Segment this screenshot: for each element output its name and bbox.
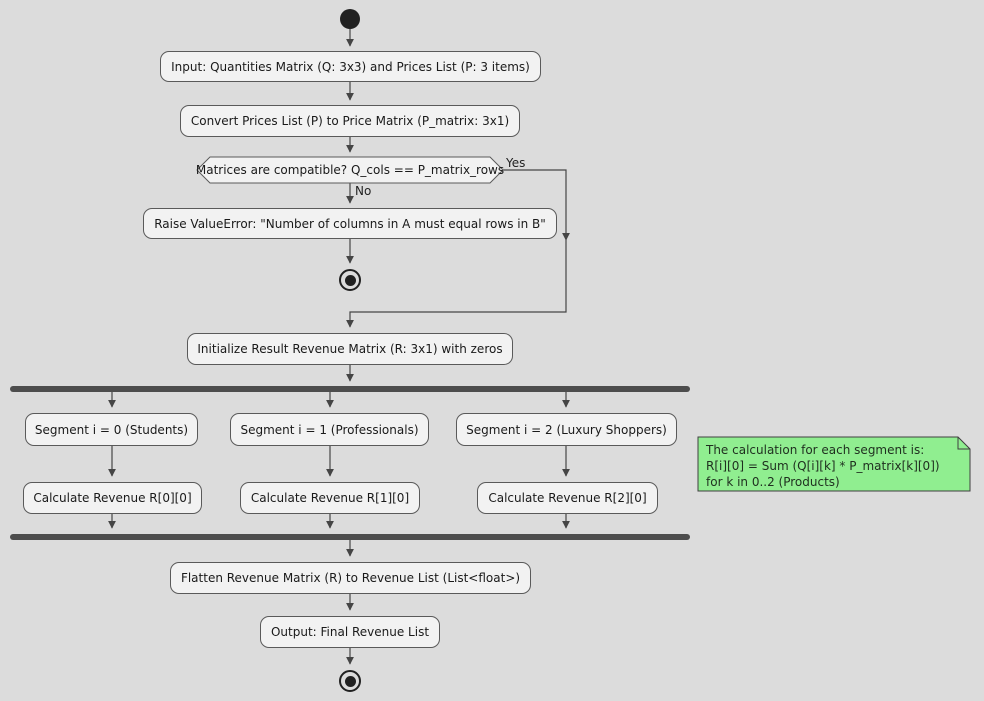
activity-input: Input: Quantities Matrix (Q: 3x3) and Pr… bbox=[160, 51, 541, 82]
note-calculation: The calculation for each segment is: R[i… bbox=[706, 442, 940, 490]
edge-label-yes: Yes bbox=[506, 156, 526, 170]
activity-output: Output: Final Revenue List bbox=[260, 616, 440, 648]
end-node-error bbox=[339, 269, 361, 291]
end-node-final bbox=[339, 670, 361, 692]
activity-convert: Convert Prices List (P) to Price Matrix … bbox=[180, 105, 520, 137]
join-bar bbox=[10, 534, 690, 540]
activity-calc-1: Calculate Revenue R[1][0] bbox=[240, 482, 420, 514]
activity-initialize: Initialize Result Revenue Matrix (R: 3x1… bbox=[187, 333, 513, 365]
activity-segment-1: Segment i = 1 (Professionals) bbox=[230, 413, 429, 446]
note-line-1: The calculation for each segment is: bbox=[706, 443, 925, 457]
note-line-3: for k in 0..2 (Products) bbox=[706, 475, 840, 489]
fork-bar bbox=[10, 386, 690, 392]
activity-raise-error: Raise ValueError: "Number of columns in … bbox=[143, 208, 557, 239]
decision-compatible-label: Matrices are compatible? Q_cols == P_mat… bbox=[195, 163, 505, 177]
note-fold-icon bbox=[957, 437, 970, 450]
activity-segment-0: Segment i = 0 (Students) bbox=[25, 413, 198, 446]
start-node bbox=[340, 9, 360, 29]
note-line-2: R[i][0] = Sum (Q[i][k] * P_matrix[k][0]) bbox=[706, 459, 940, 473]
edge-label-no: No bbox=[355, 184, 372, 198]
decision-hexagon-shape bbox=[196, 156, 504, 184]
activity-flatten: Flatten Revenue Matrix (R) to Revenue Li… bbox=[170, 562, 531, 594]
activity-segment-2: Segment i = 2 (Luxury Shoppers) bbox=[456, 413, 677, 446]
activity-calc-2: Calculate Revenue R[2][0] bbox=[477, 482, 658, 514]
note-shape bbox=[697, 436, 971, 492]
activity-calc-0: Calculate Revenue R[0][0] bbox=[23, 482, 202, 514]
